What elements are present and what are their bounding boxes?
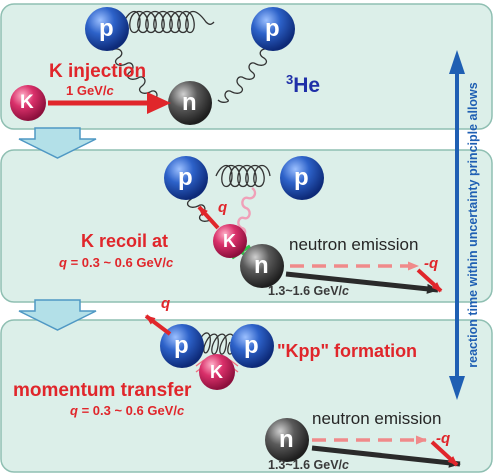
proton-label-2: p <box>265 15 280 42</box>
neutron-recoil <box>240 244 284 288</box>
minus-q-label-2: -q <box>436 430 451 447</box>
neutron-emission-label-2: neutron emission <box>312 409 442 428</box>
red-tip-arrow-2 <box>430 440 459 467</box>
proton-left-recoil <box>164 156 208 200</box>
neutron-emission-label-1: neutron emission <box>289 235 419 254</box>
q-label-recoil: q <box>218 199 228 216</box>
proton-left-kpp <box>160 324 204 368</box>
q-label-transfer: q <box>161 295 171 312</box>
panel-recoil <box>0 149 493 303</box>
neutron-label-2: n <box>254 252 269 279</box>
proton-label-4: p <box>294 164 309 191</box>
helium3-label: 3He <box>286 72 321 97</box>
momentum-label-2: 1.3~1.6 GeV/c <box>268 458 349 472</box>
minus-q-label-1: -q <box>424 255 439 272</box>
neutron-emission-arrow-1 <box>285 271 439 294</box>
time-axis-arrowhead-bottom <box>449 376 465 400</box>
proton-label-6: p <box>244 332 259 359</box>
q-arrow-recoil <box>197 205 220 230</box>
proton-right-kpp <box>230 324 274 368</box>
q-arrow-transfer <box>144 314 172 336</box>
panel-formation <box>0 319 493 473</box>
neutron-label-3: n <box>279 426 294 453</box>
momentum-transfer-title: momentum transfer <box>13 380 192 401</box>
spring-pp <box>123 10 215 34</box>
kaon-incoming <box>10 85 46 121</box>
neutron-label-1: n <box>182 89 197 116</box>
neutron-final <box>265 418 309 462</box>
neutron-emission-arrow-2 <box>311 445 461 468</box>
spring-pp-recoil <box>215 164 271 188</box>
transfer-q-range: q = 0.3 ~ 0.6 GeV/c <box>70 403 185 418</box>
kaon-label-2: K <box>223 231 236 251</box>
proton-right-recoil <box>280 156 324 200</box>
injection-energy: 1 GeV/c <box>66 83 114 98</box>
kaon-label-3: K <box>210 362 223 382</box>
proton-right-he3 <box>251 7 295 51</box>
recoil-q-range: q = 0.3 ~ 0.6 GeV/c <box>59 255 174 270</box>
spring-pn-left <box>111 48 164 103</box>
spring-broken <box>237 187 257 237</box>
block-arrow-1 <box>18 127 97 159</box>
neutron-he3 <box>168 81 212 125</box>
k-injection-title: K injection <box>49 61 147 82</box>
kpp-formation-label: "Kpp" formation <box>277 341 418 361</box>
proton-label-5: p <box>174 332 189 359</box>
time-axis-arrowhead-top <box>449 50 465 74</box>
k-recoil-title: K recoil at <box>81 231 169 251</box>
kaon-label-1: K <box>20 92 34 113</box>
proton-label-3: p <box>178 164 193 191</box>
kaon-bound <box>199 354 235 390</box>
uncertainty-note: reaction time within uncertainty princip… <box>466 82 480 368</box>
block-arrow-2 <box>18 299 97 331</box>
red-tip-arrow-1 <box>416 268 443 293</box>
kaon-recoil <box>213 224 247 258</box>
momentum-label-1: 1.3~1.6 GeV/c <box>268 284 349 298</box>
spring-pn-right <box>217 48 271 103</box>
injection-arrowhead <box>147 92 171 114</box>
proton-label-1: p <box>99 15 114 42</box>
proton-left-he3 <box>85 7 129 51</box>
